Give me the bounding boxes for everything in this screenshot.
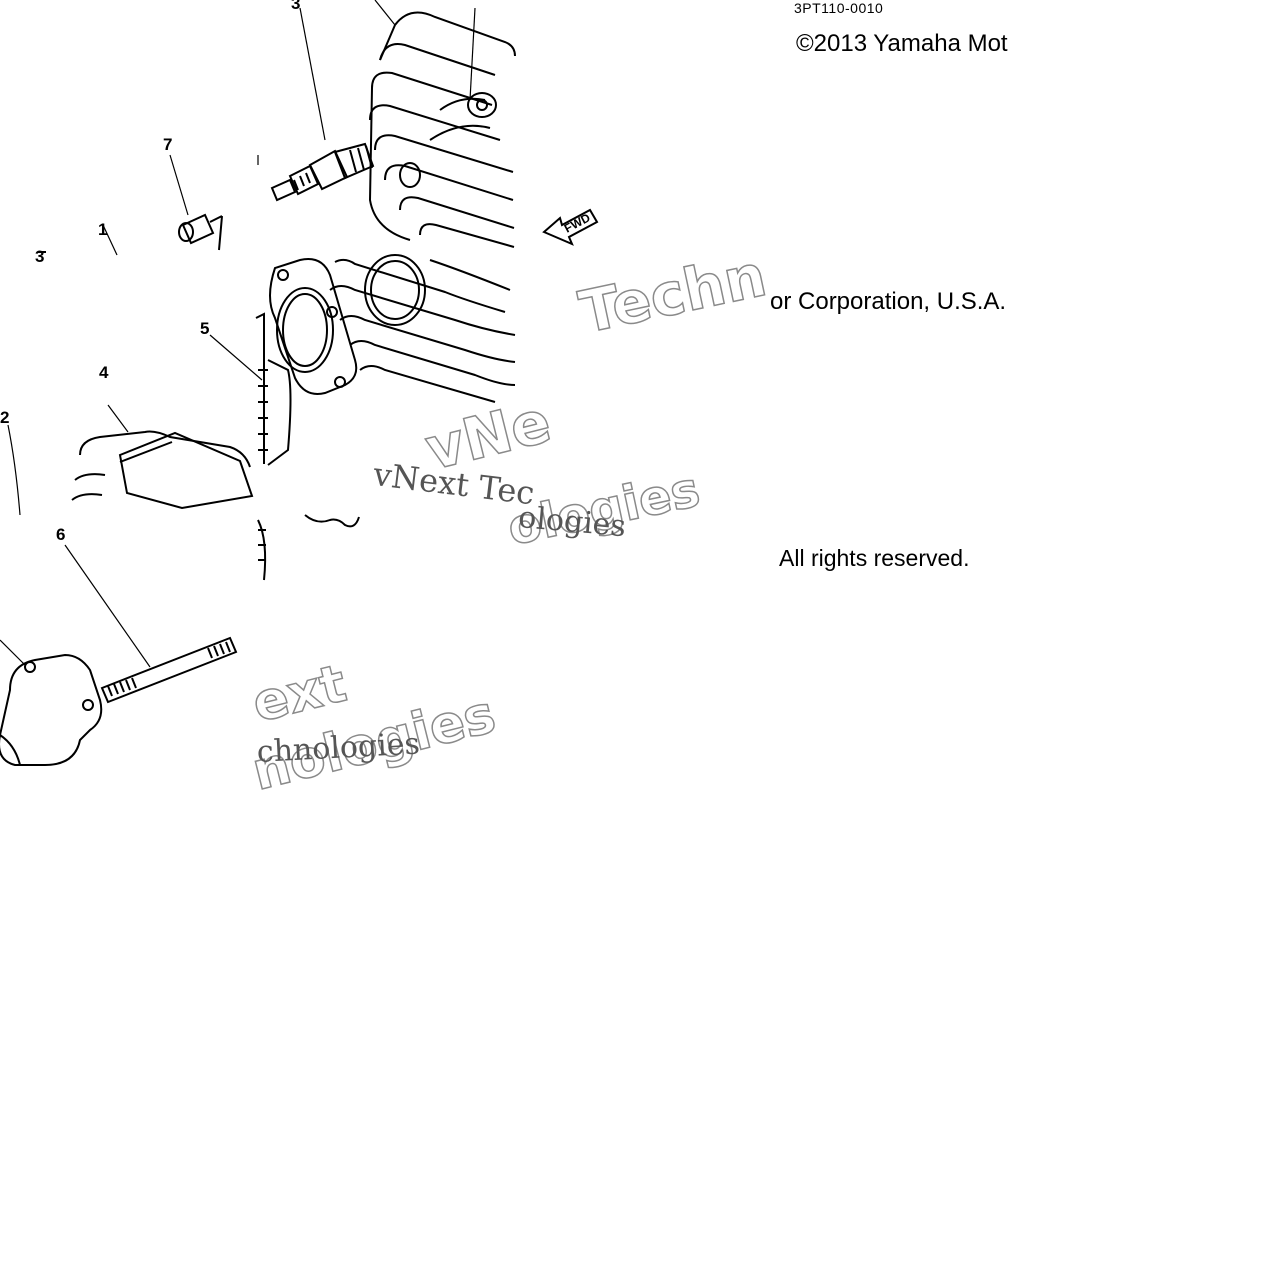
stud-and-gasket-drawing xyxy=(0,519,267,766)
copyright-line-1: ©2013 Yamaha Mot xyxy=(796,30,1008,57)
callout-6: 6 xyxy=(56,525,65,544)
rights-reserved: All rights reserved. xyxy=(779,545,970,571)
crankcase-drawing xyxy=(7,312,292,516)
callout-4: 4 xyxy=(99,363,109,382)
cylinder-head-drawing xyxy=(257,0,516,248)
copyright-line-2: or Corporation, U.S.A. xyxy=(770,288,1007,315)
part-code: 3PT110-0010 xyxy=(794,0,884,16)
watermark-techn: Techn xyxy=(574,241,772,347)
callout-3-left: 3 xyxy=(35,247,44,266)
callout-7: 7 xyxy=(163,135,172,154)
callout-labels: 3 7 1 3 5 4 2 6 xyxy=(0,0,300,544)
fwd-arrow-icon: FWD xyxy=(542,208,599,246)
callout-5: 5 xyxy=(200,319,209,338)
small-parts-drawing xyxy=(38,154,223,256)
callout-3-top: 3 xyxy=(291,0,300,13)
callout-1: 1 xyxy=(98,220,107,239)
watermark-vne: vNe xyxy=(419,387,557,483)
callout-2: 2 xyxy=(0,408,9,427)
cylinder-drawing xyxy=(209,254,516,528)
